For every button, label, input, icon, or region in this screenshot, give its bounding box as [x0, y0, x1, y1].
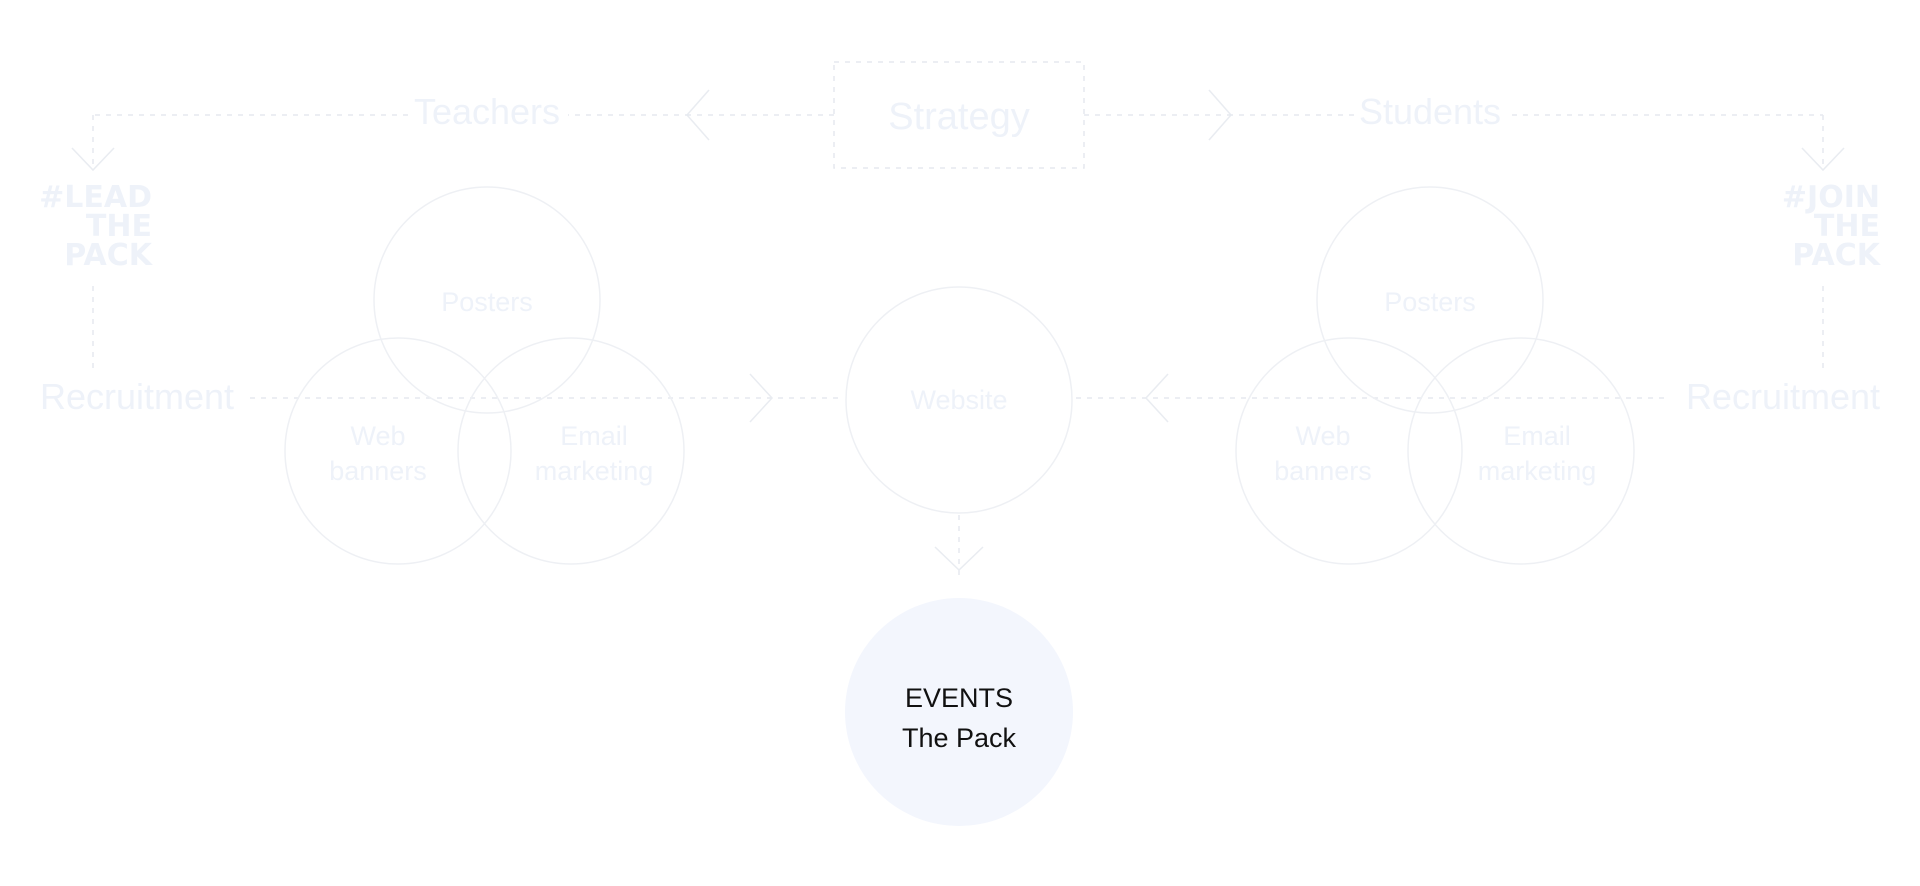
strategy-box — [833, 61, 1085, 169]
right-email-marketing-line2: marketing — [1478, 456, 1597, 486]
students-label: Students — [1359, 91, 1501, 132]
left-web-banners-line1: Web — [350, 421, 405, 451]
website-circle — [845, 286, 1073, 514]
arrow-down-lead-icon — [71, 147, 115, 172]
right-web-banners-line2: banners — [1274, 456, 1372, 486]
left-email-marketing-line2: marketing — [535, 456, 654, 486]
recruitment-right-label: Recruitment — [1686, 376, 1880, 417]
website-label: Website — [910, 385, 1007, 415]
events-subtitle: The Pack — [902, 723, 1017, 753]
join-the-pack-line1: #JOIN — [1782, 180, 1880, 215]
arrow-down-join-icon — [1801, 147, 1845, 172]
teachers-label: Teachers — [414, 91, 560, 132]
join-the-pack-line2: THE — [1814, 209, 1880, 244]
left-web-banners-circle — [284, 337, 512, 565]
join-the-pack-line3: PACK — [1792, 238, 1881, 273]
recruitment-left-label: Recruitment — [40, 376, 234, 417]
lead-the-pack-line3: PACK — [64, 238, 153, 273]
events-circle[interactable] — [845, 598, 1073, 826]
right-web-banners-circle — [1235, 337, 1463, 565]
arrow-down-events-icon — [934, 546, 984, 572]
left-web-banners-line2: banners — [329, 456, 427, 486]
right-posters-label: Posters — [1384, 287, 1476, 317]
arrow-to-website-right-icon — [1144, 373, 1169, 423]
events-title: EVENTS — [905, 683, 1013, 713]
strategy-label: Strategy — [888, 96, 1030, 138]
right-email-marketing-line1: Email — [1503, 421, 1571, 451]
lead-the-pack-line1: #LEAD — [39, 180, 152, 215]
arrow-to-website-left-icon — [749, 373, 774, 423]
left-email-marketing-circle — [457, 337, 685, 565]
left-email-marketing-line1: Email — [560, 421, 628, 451]
right-posters-circle — [1316, 186, 1544, 414]
right-email-marketing-circle — [1407, 337, 1635, 565]
lead-the-pack-line2: THE — [86, 209, 152, 244]
left-posters-label: Posters — [441, 287, 533, 317]
left-posters-circle — [373, 186, 601, 414]
right-web-banners-line1: Web — [1295, 421, 1350, 451]
